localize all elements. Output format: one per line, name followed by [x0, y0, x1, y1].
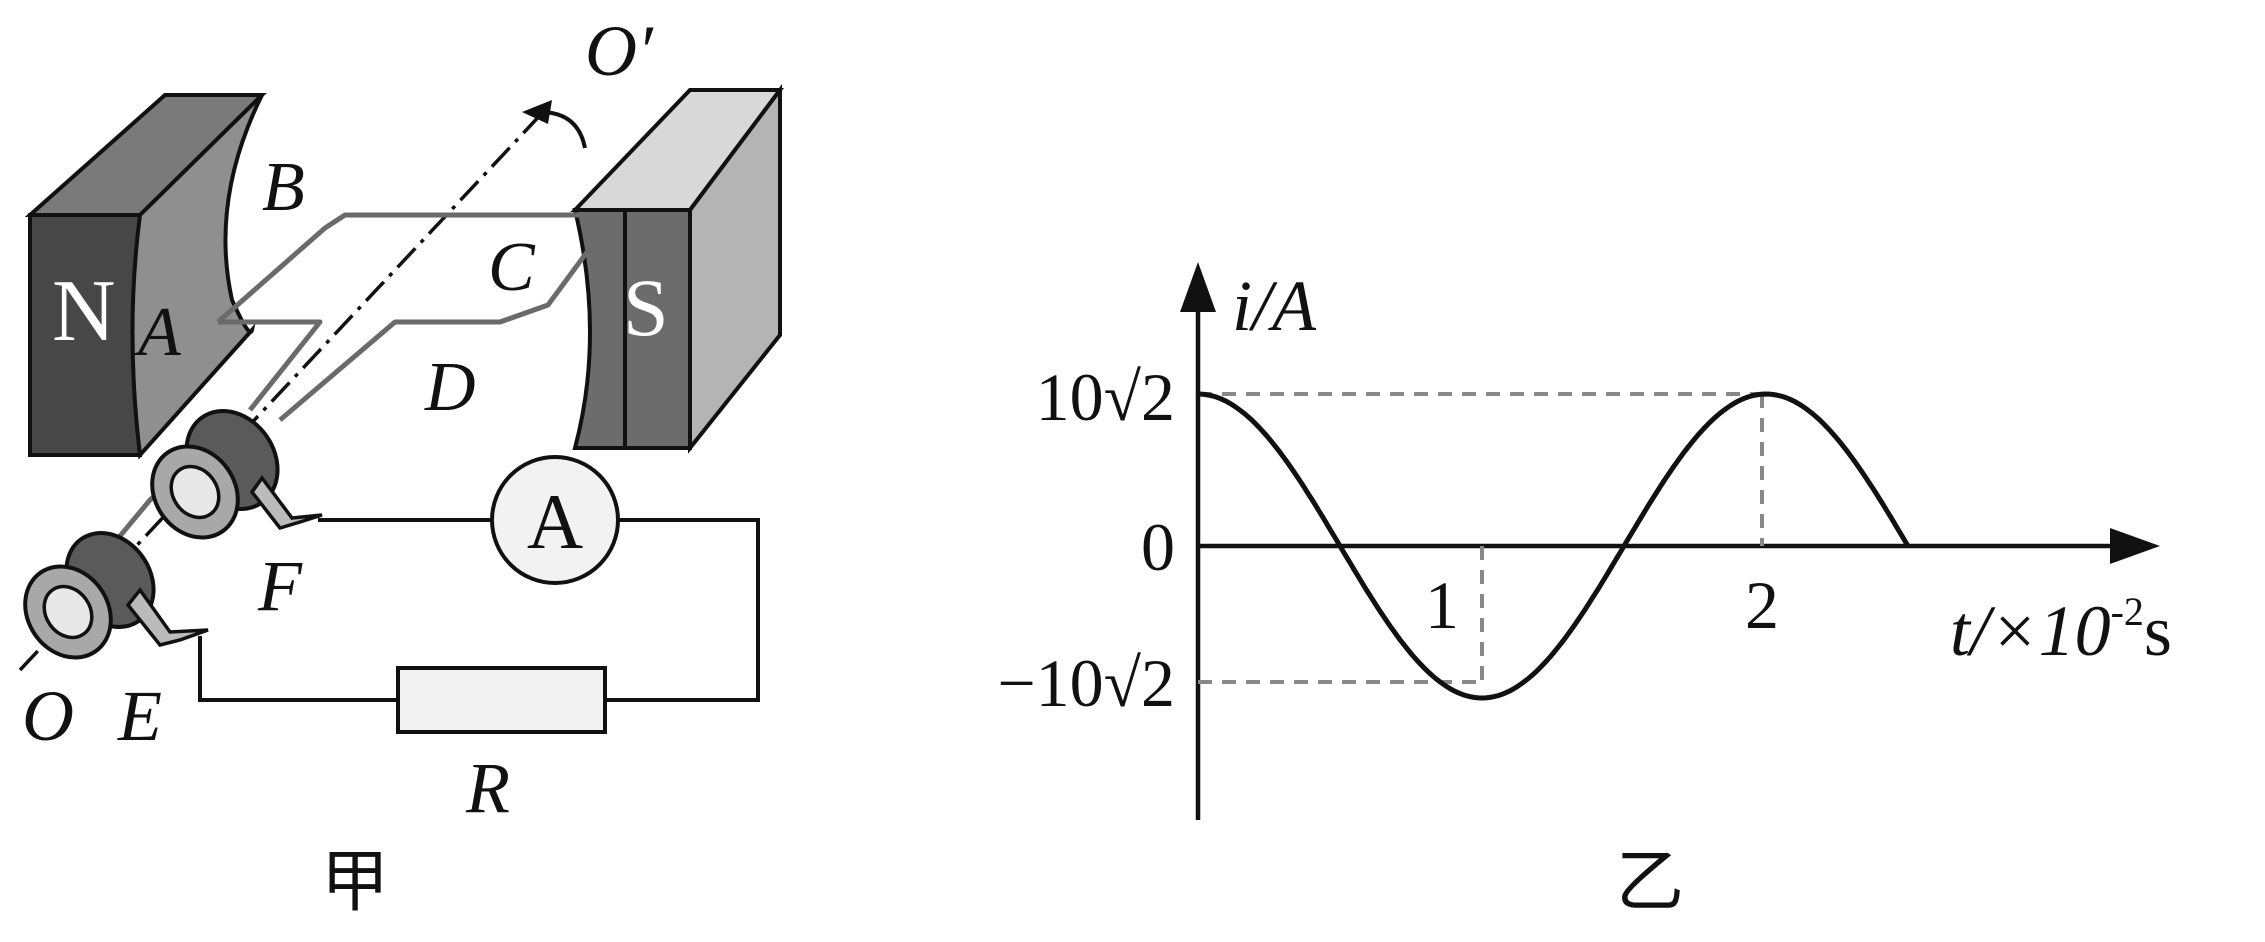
wire-ammeter-to-right: [605, 518, 760, 702]
resistor-label: R: [465, 748, 510, 828]
current-curve: [1197, 391, 1911, 701]
guide-lines: [1198, 392, 1764, 684]
y-axis-arrow: [1180, 262, 1216, 312]
x-axis-arrow: [2110, 528, 2160, 564]
brush-f: [249, 475, 323, 531]
coil-loop: [216, 212, 580, 324]
caption-right: 乙: [1616, 843, 1684, 922]
x-tick-1: 1: [1425, 567, 1459, 643]
slip-ring-e: [23, 531, 209, 660]
label-axis-start: O: [22, 676, 74, 756]
south-magnet-inner-face: [572, 208, 627, 450]
brush-e: [125, 587, 209, 647]
label-coil-d: D: [424, 349, 476, 426]
y-axis-label: i/A: [1232, 266, 1317, 346]
ammeter-label: A: [527, 478, 583, 565]
label-brush-f: F: [257, 546, 303, 626]
slip-ring-e-hole: [42, 584, 94, 640]
y-tick-zero: 0: [1141, 509, 1175, 585]
current-time-graph: 10√2 0 −10√2 1 2 i/A t/×10-2s 乙: [997, 262, 2172, 922]
x-axis-label-unit: s: [2144, 591, 2172, 671]
external-circuit: [198, 518, 760, 702]
ammeter: A: [490, 455, 620, 585]
north-magnet: [24, 93, 267, 460]
label-brush-e: E: [117, 676, 162, 756]
south-magnet: [570, 84, 784, 454]
north-magnet-inner-face: [130, 93, 264, 460]
x-axis-label-main: t/×10: [1950, 591, 2111, 671]
slip-ring-f-hole: [169, 464, 221, 520]
wire-e-to-resistor: [198, 636, 398, 702]
y-tick-max: 10√2: [1036, 359, 1175, 435]
label-axis-end: O′: [585, 11, 654, 91]
coil-loop-lower: [218, 319, 323, 412]
label-n: N: [52, 263, 116, 360]
slip-ring-f: [150, 409, 323, 540]
label-s: S: [623, 262, 669, 353]
coil-loop-right: [278, 246, 593, 422]
ammeter-circle: [490, 455, 620, 585]
caption-left: 甲: [321, 843, 389, 922]
y-tick-min: −10√2: [997, 645, 1175, 721]
label-coil-a: A: [134, 294, 181, 371]
resistor-body: [396, 666, 607, 734]
label-coil-c: C: [488, 229, 536, 306]
resistor: R: [396, 666, 607, 828]
rotation-arrowhead: [522, 100, 552, 124]
x-axis-label-exp: -2: [2111, 589, 2144, 634]
x-axis-label: t/×10-2s: [1950, 589, 2172, 671]
generator-diagram: A R N S A B C D O′ O E F 甲: [18, 11, 784, 922]
x-tick-2: 2: [1745, 567, 1779, 643]
label-coil-b: B: [262, 149, 305, 226]
